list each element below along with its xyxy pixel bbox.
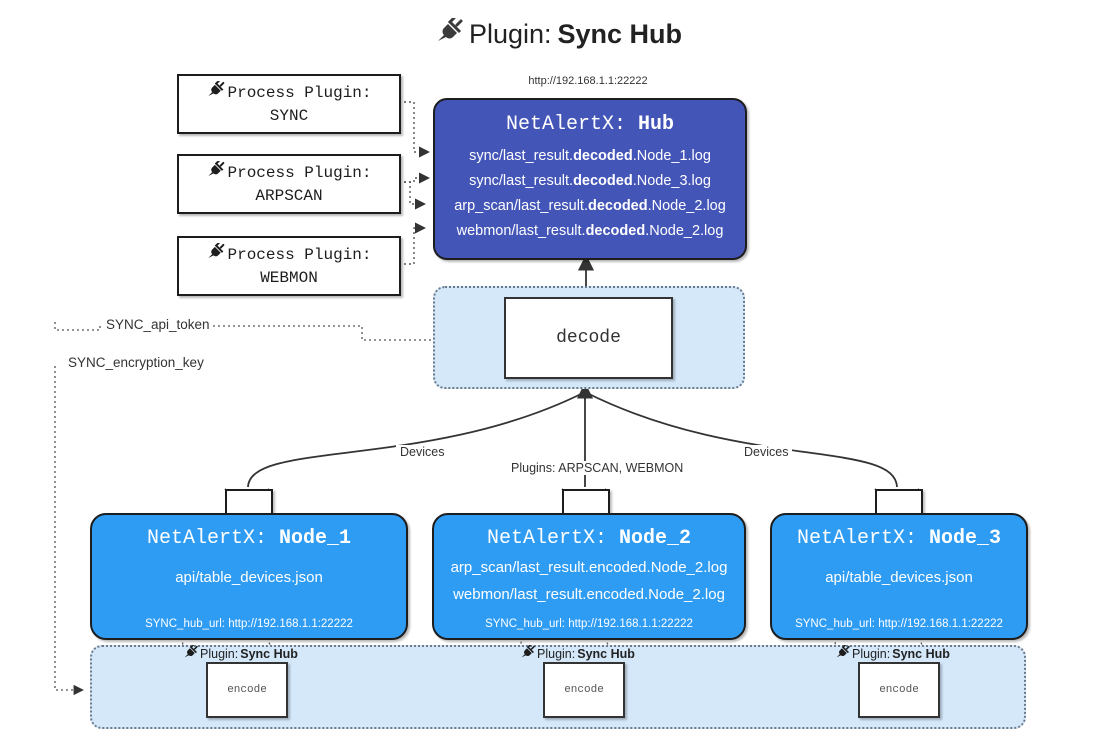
node-box-node-1[interactable]: NetAlertX: Node_1 api/table_devices.json… [90,513,408,640]
plug-icon [206,160,225,185]
node-title: NetAlertX: Node_2 [434,527,744,550]
node-title-prefix: NetAlertX: [146,527,267,550]
log-bold: decoded [573,173,633,189]
encoder-plugin-label-1: Plugin: Sync Hub [183,644,298,662]
encoder-plugin-label-3: Plugin: Sync Hub [835,644,950,662]
node-title-prefix: NetAlertX: [796,527,917,550]
edge-label-plugins: Plugins: ARPSCAN, WEBMON [507,461,688,475]
node-title-prefix: NetAlertX: [486,527,607,550]
decode-box[interactable]: decode [504,297,673,379]
process-plugin-webmon[interactable]: Process Plugin: WEBMON [177,236,401,296]
log-pre: sync/last_result. [469,148,574,164]
plug-icon [520,644,535,662]
page-title: Plugin: Sync Hub [0,16,1117,51]
hub-log-lines: sync/last_result.decoded.Node_1.log sync… [435,144,745,244]
plug-icon [435,16,463,51]
node-title-name: Node_1 [279,527,352,550]
node-title: NetAlertX: Node_3 [772,527,1026,550]
log-post: .Node_2.log [647,198,726,214]
process-plugin-sync[interactable]: Process Plugin: SYNC [177,74,401,134]
hub-title: NetAlertX: Hub [435,113,745,136]
encoder-label-name: Sync Hub [240,646,298,661]
encoder-plugin-label-2: Plugin: Sync Hub [520,644,635,662]
sync-encryption-key-label: SYNC_encryption_key [65,355,207,370]
node-box-node-3[interactable]: NetAlertX: Node_3 api/table_devices.json… [770,513,1028,640]
hub-box[interactable]: NetAlertX: Hub sync/last_result.decoded.… [433,98,747,260]
process-plugin-label: Process Plugin: [227,246,372,264]
process-plugin-label: Process Plugin: [227,84,372,102]
hub-log-line: sync/last_result.decoded.Node_1.log [435,144,745,169]
encoder-label-prefix: Plugin: [537,646,576,661]
log-pre: webmon/last_result. [456,223,586,239]
sync-api-token-label: SYNC_api_token [103,317,213,332]
edge-label-devices-left: Devices [396,445,449,459]
node-hub-url: SYNC_hub_url: http://192.168.1.1:22222 [145,618,353,630]
node-lines: api/table_devices.json [92,564,406,591]
log-pre: arp_scan/last_result. [454,198,588,214]
title-name: Sync Hub [557,19,683,49]
node-hub-url: SYNC_hub_url: http://192.168.1.1:22222 [795,618,1003,630]
plug-icon [206,80,225,105]
plug-icon [183,644,198,662]
node-line: webmon/last_result.encoded.Node_2.log [453,586,725,603]
node-line: arp_scan/last_result.encoded.Node_2.log [450,559,728,576]
node-lines: api/table_devices.json [772,564,1026,591]
plug-icon [206,242,225,267]
node-title: NetAlertX: Node_1 [92,527,406,550]
process-plugin-arpscan[interactable]: Process Plugin: ARPSCAN [177,154,401,214]
encoder-label-name: Sync Hub [577,646,635,661]
hub-log-line: sync/last_result.decoded.Node_3.log [435,169,745,194]
edge-label-devices-right: Devices [740,445,793,459]
node-hub-url: SYNC_hub_url: http://192.168.1.1:22222 [485,618,693,630]
process-plugin-name: ARPSCAN [255,187,323,205]
hub-title-name: Hub [638,113,675,136]
log-bold: decoded [587,198,648,214]
log-bold: decoded [585,223,646,239]
encoder-label-name: Sync Hub [892,646,950,661]
node-title-name: Node_2 [619,527,692,550]
hub-title-prefix: NetAlertX: [505,113,626,136]
encode-box-2[interactable]: encode [543,662,625,718]
hub-log-line: webmon/last_result.decoded.Node_2.log [435,219,745,244]
log-pre: sync/last_result. [469,173,574,189]
log-post: .Node_2.log [645,223,724,239]
encoder-label-prefix: Plugin: [852,646,891,661]
process-plugin-label: Process Plugin: [227,164,372,182]
log-post: .Node_1.log [632,148,711,164]
encode-box-3[interactable]: encode [858,662,940,718]
process-plugin-name: SYNC [269,107,309,125]
node-line: api/table_devices.json [175,569,323,586]
node-lines: arp_scan/last_result.encoded.Node_2.log … [434,554,744,608]
node-title-name: Node_3 [929,527,1002,550]
title-prefix: Plugin: [468,19,552,49]
log-bold: decoded [573,148,633,164]
encode-box-1[interactable]: encode [206,662,288,718]
node-line: api/table_devices.json [825,569,973,586]
hub-log-line: arp_scan/last_result.decoded.Node_2.log [435,194,745,219]
node-box-node-2[interactable]: NetAlertX: Node_2 arp_scan/last_result.e… [432,513,746,640]
process-plugin-name: WEBMON [260,269,318,287]
encoder-label-prefix: Plugin: [200,646,239,661]
plug-icon [835,644,850,662]
hub-url-label: http://192.168.1.1:22222 [528,75,648,87]
log-post: .Node_3.log [632,173,711,189]
